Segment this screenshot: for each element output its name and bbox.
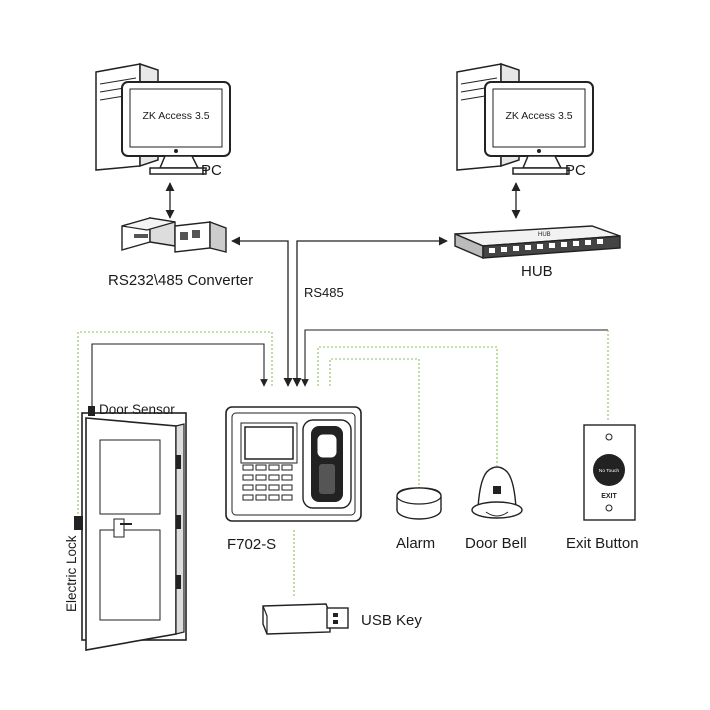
hub-ports: [489, 239, 603, 253]
pc-right-screen-text: ZK Access 3.5: [505, 110, 572, 122]
electric-lock-label: Electric Lock: [64, 535, 79, 612]
electric-lock-icon: [74, 516, 83, 530]
exit-button-exit-text: EXIT: [601, 493, 617, 500]
fingerprint-sensor-icon: [302, 419, 352, 509]
door-sensor-wire: [91, 343, 268, 410]
rs485-label: RS485: [304, 285, 344, 300]
alarm-icon: [396, 487, 442, 520]
converter-icon: [121, 217, 227, 253]
hub-icon: HUB: [454, 225, 621, 260]
usb-key-icon: [262, 603, 349, 635]
pc-left: ZK Access 3.5 PC: [95, 62, 231, 179]
terminal-screen: [244, 426, 294, 460]
terminal-icon: [225, 406, 362, 522]
door-sensor-icon: [88, 406, 95, 416]
hub-label: HUB: [521, 263, 553, 280]
exit-button-label: Exit Button: [566, 535, 639, 552]
rs485-right-line: [292, 236, 448, 387]
converter-label: RS232\485 Converter: [108, 272, 253, 289]
monitor-icon: [484, 81, 594, 175]
pc-left-screen-text: ZK Access 3.5: [142, 110, 209, 122]
exit-button-face-text: No Touch: [599, 468, 620, 474]
door-handle-icon: [113, 518, 132, 538]
exit-button-wire-main: [301, 329, 608, 387]
hub-device-text: HUB: [538, 232, 551, 238]
door-bell-icon: [471, 466, 523, 519]
alarm-wire: [329, 358, 420, 490]
door-sensor-label: Door Sensor: [99, 402, 175, 417]
terminal-label: F702-S: [227, 536, 276, 553]
exit-button-icon[interactable]: No Touch EXIT: [583, 424, 636, 521]
electric-lock-wire: [77, 331, 273, 518]
monitor-icon: [121, 81, 231, 175]
alarm-label: Alarm: [396, 535, 435, 552]
door-bell-wire: [317, 346, 498, 466]
pc-right: ZK Access 3.5 PC: [456, 62, 594, 179]
door-bell-label: Door Bell: [465, 535, 527, 552]
door-icon: [81, 412, 187, 651]
usb-key-label: USB Key: [361, 612, 422, 629]
pc-left-label: PC: [201, 162, 222, 179]
rs485-left-line: [231, 236, 293, 387]
terminal-keypad: [242, 464, 293, 501]
pc-right-label: PC: [565, 162, 586, 179]
